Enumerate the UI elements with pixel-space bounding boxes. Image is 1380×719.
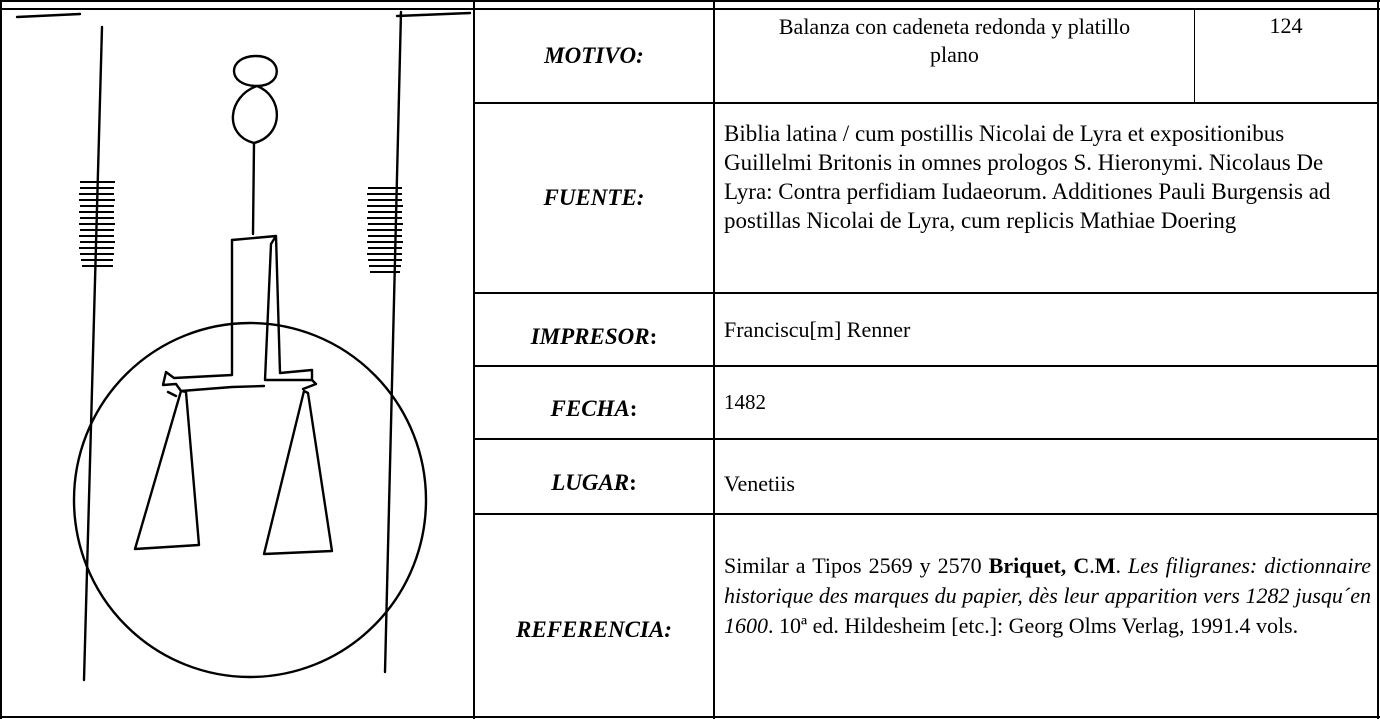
number-column-divider (1194, 10, 1195, 103)
ref-intro: Similar a Tipos 2569 y 2570 (724, 553, 989, 578)
motivo-text: Balanza con cadeneta redonda y platillo … (778, 14, 1131, 67)
impresor-label-colon: : (649, 323, 658, 349)
chain-line-top-right (395, 11, 472, 18)
handle-block (230, 234, 314, 382)
motivo-label: MOTIVO: (544, 43, 644, 68)
fecha-text: 1482 (724, 390, 766, 414)
lugar-label-colon: : (629, 469, 637, 495)
catalog-number: 124 (1269, 13, 1303, 38)
ref-author: Briquet, C (988, 553, 1090, 578)
top-double-border (0, 8, 1380, 10)
stem (251, 141, 256, 236)
label-column-divider (713, 0, 715, 719)
ref-author-end: M (1094, 553, 1116, 578)
chain-line-right (383, 10, 403, 674)
fecha-value: 1482 (715, 367, 1377, 438)
row-divider-1 (475, 102, 1379, 104)
ref-author-sep: . (1089, 553, 1095, 578)
ref-title: Les filigranes: dictionnaire historique … (724, 553, 1372, 638)
impresor-text: Franciscu[m] Renner (724, 317, 911, 342)
referencia-label: REFERENCIA: (516, 616, 672, 642)
row-divider-2 (475, 292, 1379, 294)
left-comb-marks (79, 181, 115, 267)
right-pan (262, 389, 334, 556)
impresor-value: Franciscu[m] Renner (715, 294, 1377, 365)
right-comb-marks (367, 187, 403, 273)
row-divider-4 (475, 438, 1379, 440)
impresor-label: IMPRESOR: (530, 323, 658, 349)
chain-line-top-left (15, 12, 82, 19)
left-border (0, 0, 2, 719)
fuente-label: FUENTE: (543, 185, 645, 210)
row-divider-3 (475, 365, 1379, 367)
beam (161, 238, 266, 393)
ref-after-author: . (1115, 553, 1128, 578)
left-pan (133, 389, 201, 551)
lugar-label: LUGAR: (551, 469, 637, 495)
loop-ornament (231, 54, 279, 145)
fecha-label: FECHA: (550, 395, 638, 421)
circle-frame (72, 321, 428, 679)
lugar-value: Venetiis (715, 440, 1377, 513)
balance-scale-watermark-image (15, 10, 472, 682)
referencia-value: Similar a Tipos 2569 y 2570 Briquet, C.M… (715, 551, 1377, 716)
bottom-border (0, 716, 1380, 718)
right-border (1377, 0, 1379, 719)
fecha-label-colon: : (629, 395, 638, 421)
row-divider-5 (475, 513, 1379, 515)
lugar-text: Venetiis (724, 471, 795, 496)
motivo-value: Balanza con cadeneta redonda y platillo … (715, 13, 1194, 102)
image-column-divider (473, 0, 475, 719)
fuente-value: Biblia latina / cum postillis Nicolai de… (724, 121, 1331, 233)
ref-edition: . 10ª ed. Hildesheim [etc.]: Georg Olms … (768, 613, 1299, 638)
chain-line-left (82, 25, 104, 682)
top-border (0, 0, 1380, 2)
